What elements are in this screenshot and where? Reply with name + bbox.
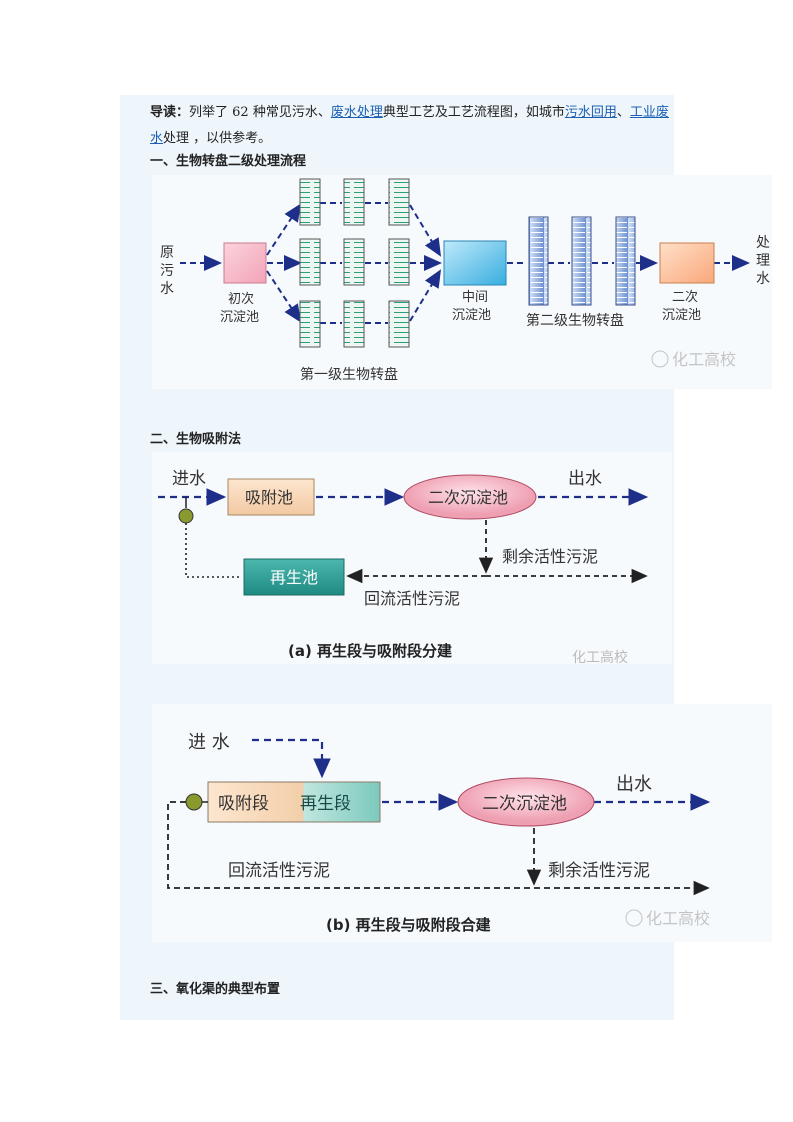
watermark-a: 化工高校 xyxy=(572,649,628,664)
stage1-discs xyxy=(299,178,410,348)
section3-title: 三、氧化渠的典型布置 xyxy=(150,982,281,997)
link-wastewater-treatment[interactable]: 废水处理 xyxy=(330,105,383,120)
caption-a: (a) 再生段与吸附段分建 xyxy=(288,642,453,660)
middle-clarifier-box xyxy=(443,240,507,286)
flow-arrows xyxy=(180,202,750,324)
adsorption-label-a: 吸附池 xyxy=(245,488,293,507)
raw-label-2: 污 xyxy=(160,263,174,279)
svg-text:中间: 中间 xyxy=(462,290,488,305)
svg-text:化工高校: 化工高校 xyxy=(672,350,736,369)
svg-text:沉淀池: 沉淀池 xyxy=(662,308,701,323)
svg-text:处: 处 xyxy=(756,235,770,251)
clarifier-label-a: 二次沉淀池 xyxy=(428,488,508,507)
intro-paragraph: 导读：列举了 62 种常见污水、废水处理典型工艺及工艺流程图，如城市污水回用、工… xyxy=(120,100,674,152)
pump-valve-a xyxy=(178,497,194,524)
adsorption-tank-a xyxy=(227,478,315,516)
dotted-return-path-a xyxy=(185,523,242,578)
middle-clarifier-label: 中间 沉淀池 xyxy=(452,290,491,323)
svg-text:理: 理 xyxy=(756,253,770,269)
return-sludge-label-b: 回流活性污泥 xyxy=(228,861,330,881)
intro-text-3: 、 xyxy=(616,105,630,120)
link-sewage-reuse[interactable]: 污水回用 xyxy=(564,105,617,120)
raw-label-3: 水 xyxy=(160,281,174,297)
pump-valve-b xyxy=(185,793,208,811)
watermark-1: 化工高校 xyxy=(651,350,736,369)
stage2-discs xyxy=(528,216,636,306)
section2-title: 二、生物吸附法 xyxy=(150,432,242,447)
svg-text:二次: 二次 xyxy=(672,289,698,305)
figure-biosorption-combined: 进 水 吸附段 再生段 二次沉淀池 出水 回流活性污泥 剩余活性污泥 (b) 再… xyxy=(152,704,772,942)
intro-text-4: 处理 ，以供参考。 xyxy=(163,131,272,146)
intro-lead: 导读： xyxy=(150,105,190,120)
clarifier-ellipse-a xyxy=(403,474,537,520)
outflow-label-a: 出水 xyxy=(568,469,602,489)
intro-text-2: 典型工艺及工艺流程图，如城市 xyxy=(382,105,565,120)
adsorption-label-b: 吸附段 xyxy=(218,794,269,814)
stage2-label: 第二级生物转盘 xyxy=(526,312,624,329)
clarifier-label-b: 二次沉淀池 xyxy=(482,794,567,814)
sludge-lines-b xyxy=(167,801,710,896)
intro-text-1: 列举了 62 种常见污水、 xyxy=(189,105,331,120)
svg-text:化工高校: 化工高校 xyxy=(646,909,710,928)
watermark-b: 化工高校 xyxy=(625,909,710,928)
stage1-label: 第一级生物转盘 xyxy=(300,366,398,383)
raw-water-label: 原 污 水 xyxy=(160,245,174,297)
svg-text:沉淀池: 沉淀池 xyxy=(452,308,491,323)
figure-rotating-disc: 原 污 水 初次 沉淀池 第一级生物转盘 xyxy=(152,175,772,389)
figure-biosorption-combined-svg: 进 水 吸附段 再生段 二次沉淀池 出水 回流活性污泥 剩余活性污泥 (b) 再… xyxy=(167,732,711,934)
section1-title: 一、生物转盘二级处理流程 xyxy=(150,154,307,169)
outflow-label-b: 出水 xyxy=(616,774,652,795)
regeneration-label-a: 再生池 xyxy=(270,568,318,587)
inflow-label-b: 进 水 xyxy=(188,732,230,753)
link-industrial-wastewater[interactable]: 工业废水 xyxy=(150,105,669,146)
treated-water-label: 处 理 水 xyxy=(756,235,770,287)
primary-clarifier-label: 初次 沉淀池 xyxy=(220,291,259,325)
primary-clarifier-box xyxy=(223,242,267,284)
svg-text:沉淀池: 沉淀池 xyxy=(220,310,259,325)
sludge-lines-a xyxy=(346,520,648,584)
figure-biosorption-separate-svg: 进水 吸附池 二次沉淀池 出水 剩余活性污泥 再生池 回流活性污泥 (a) 再生… xyxy=(158,469,649,664)
regeneration-tank-a xyxy=(243,558,345,596)
return-sludge-label-a: 回流活性污泥 xyxy=(364,589,460,608)
caption-b: (b) 再生段与吸附段合建 xyxy=(326,916,492,934)
figure-rotating-disc-svg: 原 污 水 初次 沉淀池 第一级生物转盘 xyxy=(160,178,770,383)
clarifier-ellipse-b xyxy=(457,777,595,827)
excess-sludge-label-a: 剩余活性污泥 xyxy=(502,547,598,566)
secondary-clarifier-box xyxy=(659,242,715,284)
flow-arrows-b xyxy=(252,738,711,811)
secondary-clarifier-label: 二次 沉淀池 xyxy=(662,289,701,323)
inflow-label-a: 进水 xyxy=(172,469,206,489)
regeneration-label-b: 再生段 xyxy=(300,794,351,814)
excess-sludge-label-b: 剩余活性污泥 xyxy=(548,861,650,881)
svg-text:初次: 初次 xyxy=(228,291,254,307)
raw-label-1: 原 xyxy=(160,245,174,261)
svg-text:水: 水 xyxy=(756,271,770,287)
figure-biosorption-separate: 进水 吸附池 二次沉淀池 出水 剩余活性污泥 再生池 回流活性污泥 (a) 再生… xyxy=(152,452,672,664)
